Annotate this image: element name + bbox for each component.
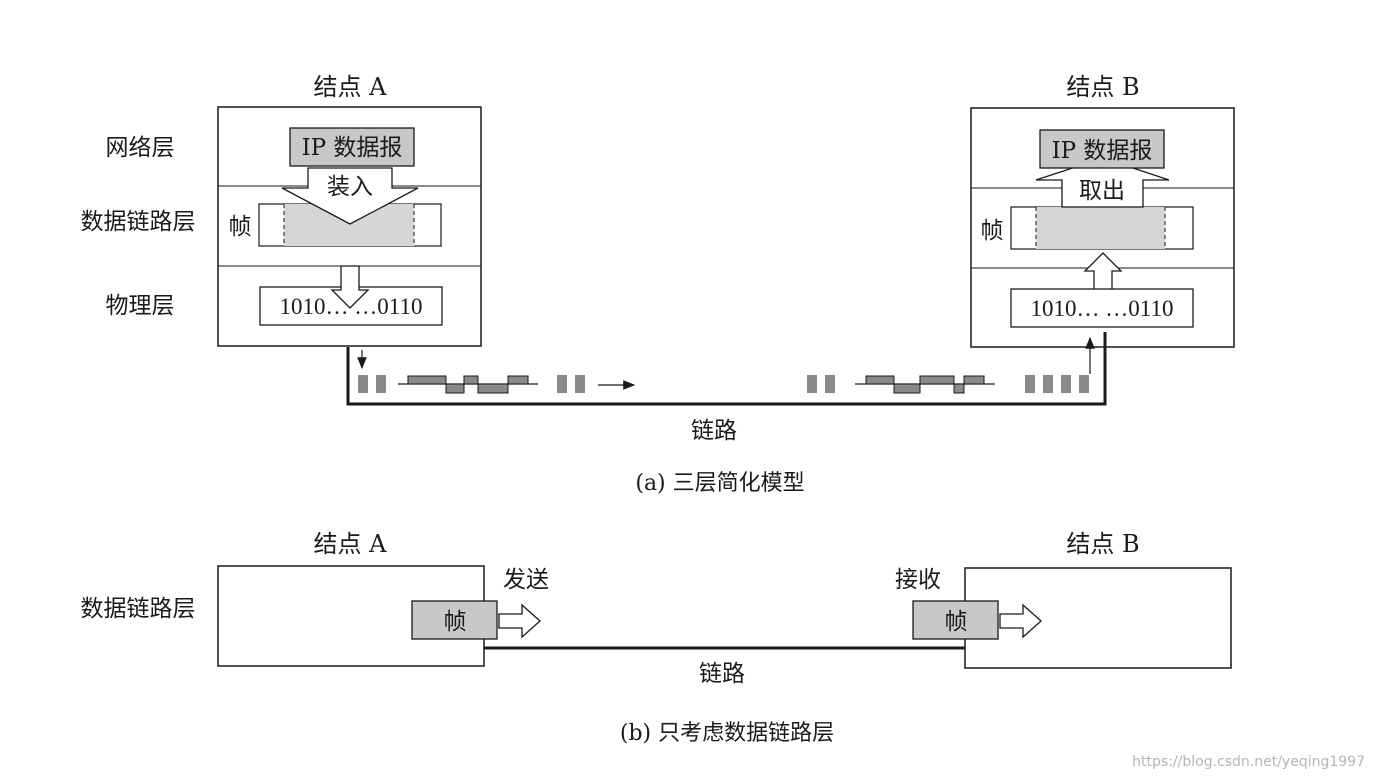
ip-datagram-b-label: IP 数据报 (1052, 138, 1153, 164)
ip-datagram-a (289, 127, 415, 167)
bit-blocks-right (807, 375, 835, 393)
frame-b (1010, 206, 1194, 250)
send-label: 发送 (503, 567, 549, 593)
caption-b: (b) 只考虑数据链路层 (620, 721, 834, 746)
extract-label: 取出 (1079, 178, 1125, 204)
send-arrow (498, 603, 541, 639)
frame-b-b (912, 600, 999, 640)
signal-wave-right (855, 375, 995, 394)
layer-physical-label: 物理层 (106, 293, 175, 319)
bits-b-label: 1010… …0110 (1031, 296, 1174, 321)
bit-blocks-end (1025, 375, 1089, 393)
link-line-a (346, 332, 1107, 406)
extract-arrow (1035, 157, 1170, 208)
frame-a-b (411, 600, 498, 640)
node-b-title: 结点 B (1066, 73, 1139, 101)
bit-blocks-mid (557, 375, 585, 393)
receive-label: 接收 (895, 567, 941, 593)
encapsulate-arrow (281, 167, 419, 225)
layer-network-label: 网络层 (106, 135, 175, 161)
frame-b-b-label: 帧 (945, 609, 968, 635)
to-physical-arrow (330, 265, 370, 309)
frame-a-b-label: 帧 (444, 609, 467, 635)
layer-datalink-label-b: 数据链路层 (81, 596, 196, 622)
link-label-a: 链路 (691, 418, 737, 444)
frame-b-label: 帧 (981, 218, 1004, 244)
caption-a: (a) 三层简化模型 (635, 471, 804, 496)
encapsulate-label: 装入 (327, 174, 373, 200)
node-a-title: 结点 A (314, 73, 388, 101)
link-label-b: 链路 (699, 661, 745, 687)
layer-datalink-label: 数据链路层 (81, 209, 196, 235)
ip-datagram-b (1039, 129, 1165, 169)
ip-datagram-a-label: IP 数据报 (302, 135, 403, 161)
watermark: https://blog.csdn.net/yeqing1997 (1132, 754, 1365, 770)
bit-blocks-left (358, 375, 386, 393)
node-a-title-b: 结点 A (314, 530, 388, 558)
receive-arrow (999, 603, 1042, 639)
node-b-title-b: 结点 B (1066, 530, 1139, 558)
signal-wave-left (398, 375, 538, 394)
frame-a-label: 帧 (229, 214, 252, 240)
bits-box-b (1010, 288, 1194, 328)
